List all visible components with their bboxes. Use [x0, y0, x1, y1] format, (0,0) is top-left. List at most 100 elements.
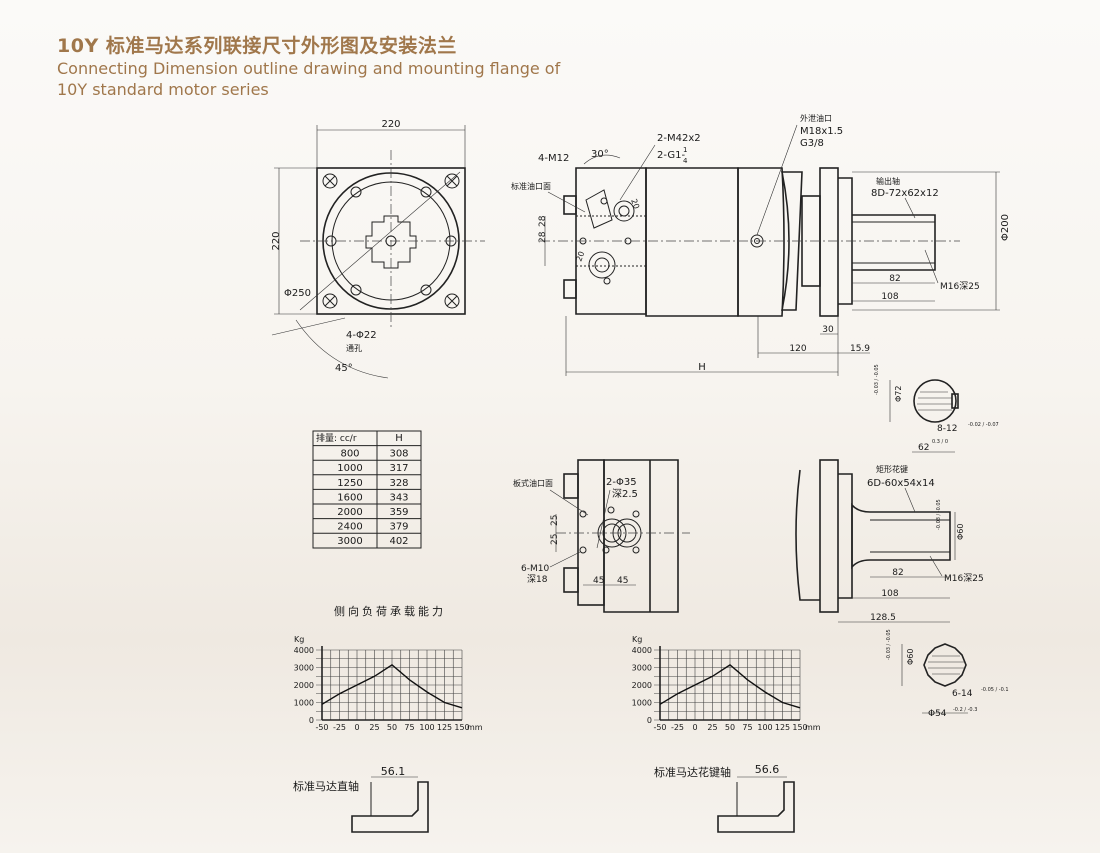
y-tick-label: 0: [647, 716, 652, 725]
side-dim-28b: 28: [538, 215, 548, 227]
plate-face-label: 板式油口面: [513, 478, 553, 488]
x-tick-label: -25: [671, 723, 684, 732]
plate-depth: 深2.5: [612, 488, 638, 500]
spline-spec: 6D-60x54x14: [867, 478, 935, 489]
caption-straight-shaft: 标准马达直轴 56.1: [293, 765, 429, 833]
page-header: 10Y 标准马达系列联接尺寸外形图及安装法兰 Connecting Dimens…: [57, 34, 560, 100]
x-tick-label: 75: [404, 723, 414, 732]
y-tick-label: 3000: [294, 664, 314, 673]
shaft-section-2: Φ60 -0.03 / -0.05 6-14 -0.05 / -0.1 Φ54 …: [886, 629, 1009, 719]
x-tick-label: 25: [707, 723, 717, 732]
x-tick-label: 0: [692, 723, 697, 732]
x-tick-label: 25: [369, 723, 379, 732]
s2-d-tol: -0.03 / -0.05: [886, 629, 892, 660]
title-cn: 10Y 标准马达系列联接尺寸外形图及安装法兰: [57, 35, 457, 57]
y-tick-label: 1000: [294, 699, 314, 708]
s1-h-tol: 0.3 / 0: [932, 439, 948, 445]
s2-key: 6-14: [952, 689, 973, 699]
x-tick-label: 0: [354, 723, 359, 732]
table-cell-h: 328: [389, 478, 408, 489]
y-tick-label: 2000: [294, 681, 314, 690]
caption-straight-dim: 56.1: [381, 765, 406, 778]
y-axis-label: Kg: [632, 635, 642, 644]
s2-d: Φ60: [906, 649, 915, 665]
plate-thread: 6-M10: [521, 564, 549, 574]
x-tick-label: 50: [725, 723, 735, 732]
x-tick-label: -25: [333, 723, 346, 732]
table-cell-h: 402: [389, 536, 408, 547]
spline-m16: M16深25: [944, 573, 984, 584]
spline-dim-82: 82: [892, 568, 903, 578]
side-port-size-b: 20: [574, 250, 586, 263]
caption-straight-text: 标准马达直轴: [293, 779, 359, 793]
plate-dim-25a: 25: [550, 534, 560, 545]
side-dim-82: 82: [889, 274, 900, 284]
front-width-dim: 220: [381, 119, 400, 130]
y-tick-label: 4000: [632, 646, 652, 655]
x-tick-label: 125: [437, 723, 452, 732]
side-ports-2-num: 1: [683, 146, 687, 154]
title-en-line1: Connecting Dimension outline drawing and…: [57, 59, 561, 78]
x-tick-label: -50: [653, 723, 666, 732]
x-tick-label: 50: [387, 723, 397, 732]
front-angle: 45°: [335, 363, 353, 374]
x-tick-label: 125: [775, 723, 790, 732]
spline-d: Φ60: [956, 524, 965, 540]
front-holes-dim: 4-Φ22: [346, 330, 377, 341]
plate-ports: 2-Φ35: [606, 477, 637, 488]
spline-d-tol: -0.03 / -0.05: [936, 499, 942, 530]
spline-label: 矩形花键: [876, 464, 908, 474]
side-drain-label: 外泄油口: [800, 113, 832, 123]
s1-key-tol: -0.02 / -0.07: [968, 422, 999, 428]
front-spline-hub: [365, 215, 417, 269]
table-cell-displacement: 2400: [337, 522, 362, 533]
side-dim-200: Φ200: [1000, 214, 1011, 241]
x-tick-label: 100: [419, 723, 434, 732]
front-holes-note: 通孔: [346, 343, 362, 353]
s2-key-tol: -0.05 / -0.1: [981, 687, 1009, 693]
table-cell-h: 359: [389, 507, 408, 518]
side-dim-h: H: [698, 362, 706, 373]
table-cell-displacement: 3000: [337, 536, 362, 547]
front-mounting-holes: [322, 173, 460, 309]
table-cell-displacement: 800: [340, 449, 359, 460]
caption-spline-dim: 56.6: [755, 763, 780, 776]
y-tick-label: 2000: [632, 681, 652, 690]
side-drain-2: G3/8: [800, 138, 824, 149]
load-title: 侧向负荷承载能力: [334, 604, 446, 618]
s1-d: Φ72: [894, 386, 903, 402]
side-shaft-label: 输出轴: [876, 176, 900, 186]
plate-dim-45a: 45: [593, 576, 604, 586]
side-dim-159: 15.9: [850, 344, 870, 354]
front-view: 220 220 Φ250 4-Φ22 通孔 45°: [271, 119, 485, 379]
x-axis-label: mm: [467, 723, 483, 732]
spline-shaft-view: 矩形花键 6D-60x54x14 Φ60 -0.03 / -0.05 82 10…: [795, 459, 984, 623]
table-cell-h: 317: [389, 463, 408, 474]
front-height-dim: 220: [271, 231, 282, 250]
plate-port-view: 板式油口面 2-Φ35 深2.5 25 25 6-M10 深18 45 45: [513, 459, 690, 613]
y-tick-label: 0: [309, 716, 314, 725]
s1-d-tol: -0.03 / -0.05: [874, 364, 880, 395]
x-tick-label: 150: [454, 723, 469, 732]
plate-dim-25b: 25: [550, 515, 560, 526]
caption-spline-text: 标准马达花键轴: [654, 765, 731, 779]
x-tick-label: -50: [315, 723, 328, 732]
side-oil-face: 标准油口面: [511, 181, 551, 191]
side-ports-1: 2-M42x2: [657, 133, 701, 144]
s1-h: 62: [918, 443, 929, 453]
spline-dim-1285: 128.5: [870, 613, 896, 623]
side-body: [645, 167, 739, 317]
side-thread-holes: 4-M12: [538, 153, 569, 164]
x-axis-label: mm: [805, 723, 821, 732]
table-cell-h: 379: [389, 522, 408, 533]
shaft-section-1: Φ72 -0.03 / -0.05 8-12 -0.02 / -0.07 62 …: [874, 364, 999, 453]
side-housing: [737, 167, 785, 317]
caption-spline-shaft: 标准马达花键轴 56.6: [654, 763, 795, 833]
side-flange: [819, 167, 839, 317]
side-output-shaft: [852, 214, 936, 271]
s2-d2-tol: -0.2 / -0.3: [953, 707, 977, 713]
side-view: 4-M12 30° 2-M42x2 2-G1- 1 4 标准油口面 外泄油口 M…: [511, 113, 1011, 376]
load-curve: [321, 664, 463, 709]
